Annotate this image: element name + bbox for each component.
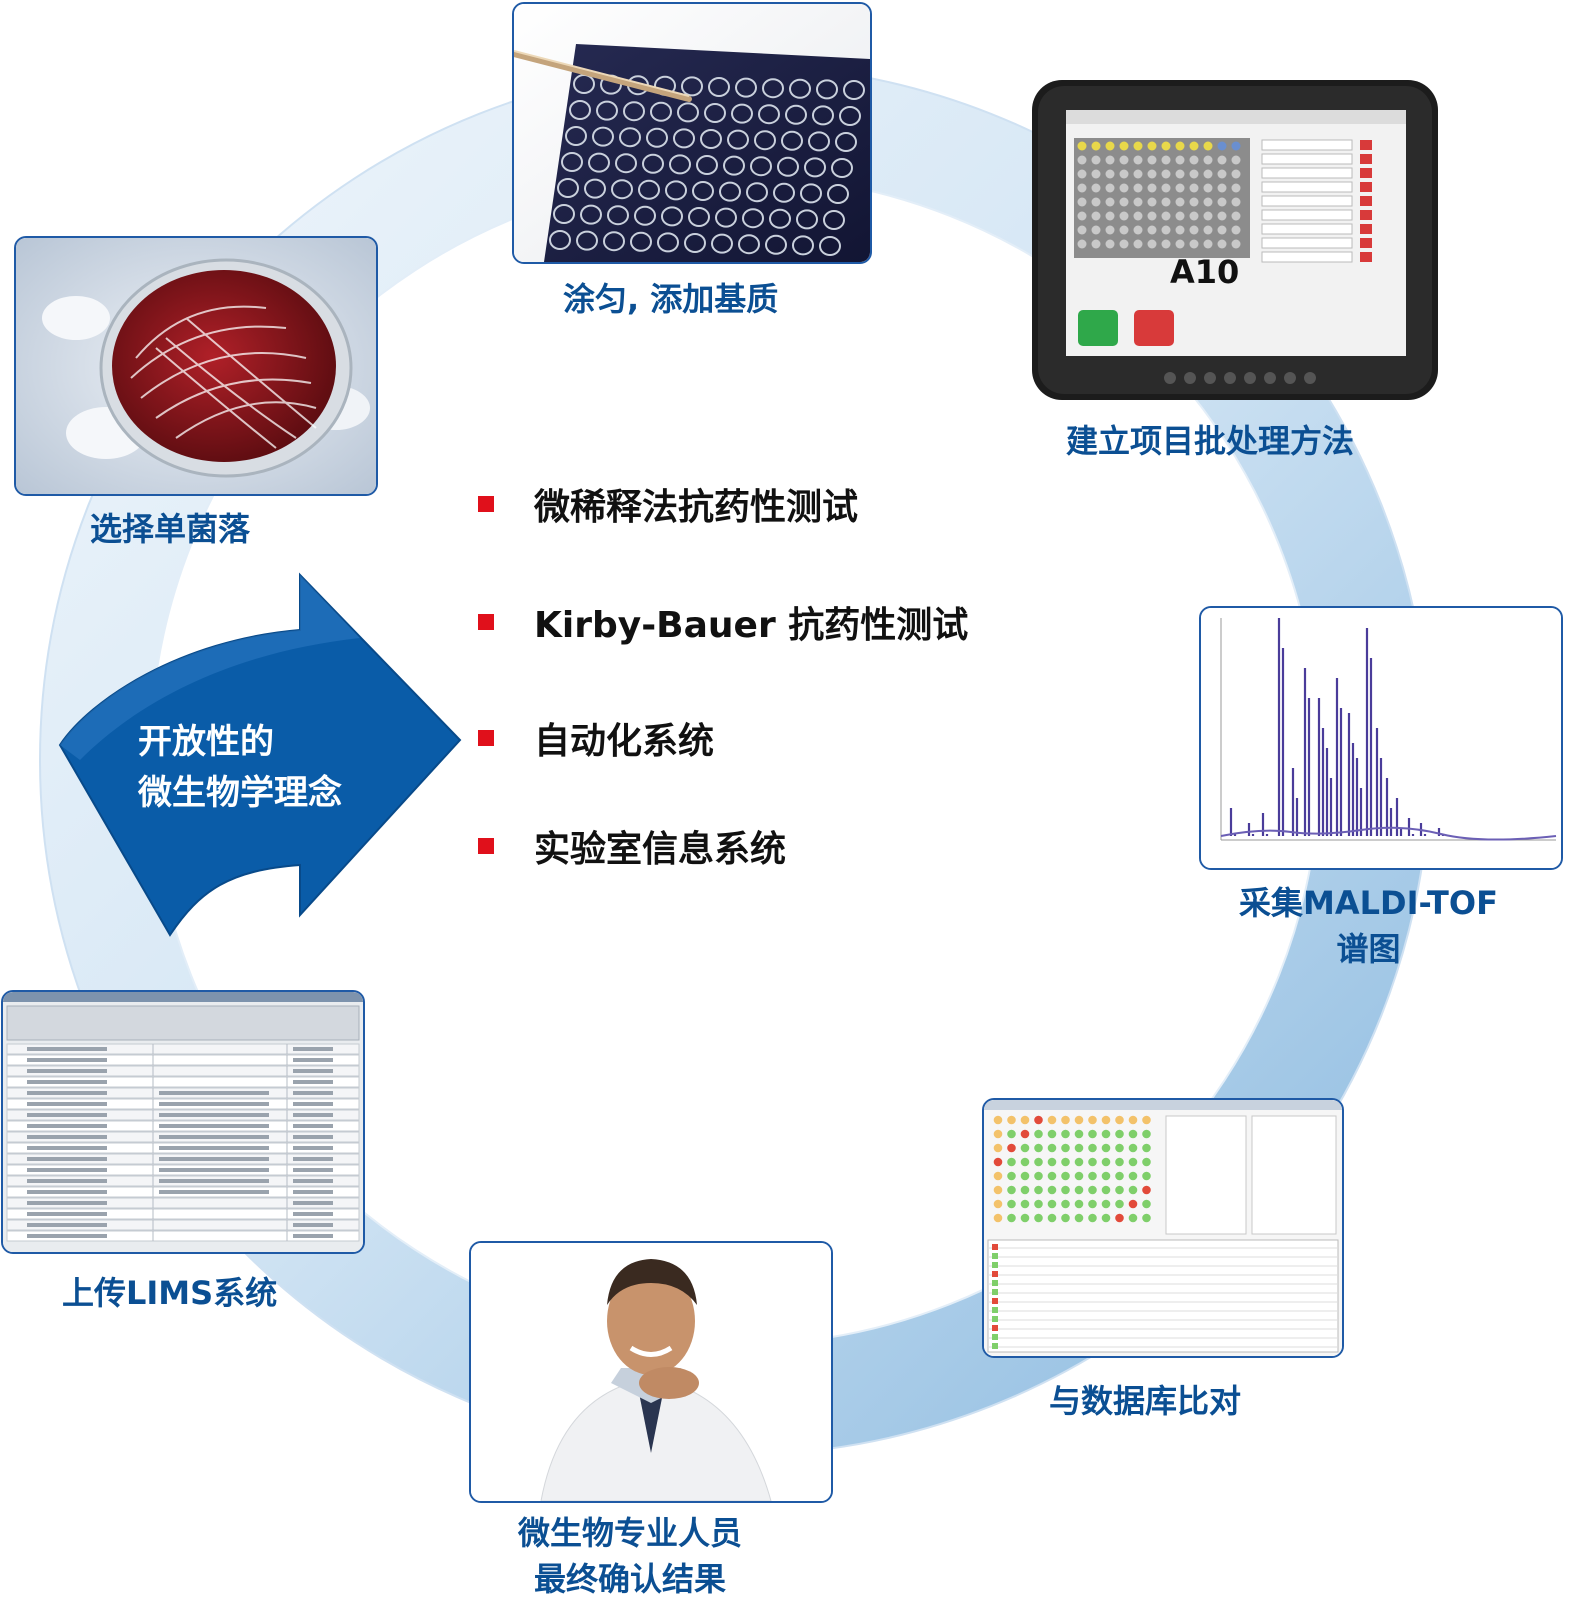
caption-compare-db: 与数据库比对 (1049, 1382, 1242, 1420)
bullet-icon (478, 614, 494, 630)
list-item: Kirby-Bauer 抗药性测试 (478, 596, 968, 648)
list-item-label: 实验室信息系统 (534, 829, 787, 870)
caption-select-colony: 选择单菌落 (90, 510, 251, 548)
arrow-text-line1: 开放性的 (138, 722, 274, 762)
caption-batch-method: 建立项目批处理方法 (1066, 422, 1355, 460)
list-item-label: Kirby-Bauer 抗药性测试 (534, 605, 969, 646)
caption-upload-lims: 上传LIMS系统 (62, 1274, 278, 1312)
bullet-icon (478, 838, 494, 854)
list-item-label: 自动化系统 (534, 721, 715, 762)
tablet-device-image: A10 (1030, 78, 1440, 408)
lims-table-image (1, 990, 365, 1254)
database-compare-image (982, 1098, 1344, 1358)
list-item: 微稀释法抗药性测试 (478, 478, 858, 530)
caption-spread-matrix: 涂匀, 添加基质 (563, 280, 779, 318)
well-label: A10 (1170, 253, 1240, 291)
caption-confirm-result: 微生物专业人员 最终确认结果 (518, 1510, 742, 1603)
caption-confirm-line1: 微生物专业人员 (518, 1514, 743, 1552)
caption-confirm-line2: 最终确认结果 (534, 1560, 727, 1599)
petri-dish-image (14, 236, 378, 496)
caption-acquire-line1: 采集MALDI-TOF (1239, 884, 1498, 922)
bullet-icon (478, 496, 494, 512)
arrow-text-line2: 微生物学理念 (138, 773, 342, 813)
list-item: 自动化系统 (478, 712, 714, 764)
list-item-label: 微稀释法抗药性测试 (534, 487, 859, 528)
maldi-spectrum-image (1199, 606, 1563, 870)
caption-acquire-line2: 谱图 (1336, 930, 1401, 969)
bullet-icon (478, 730, 494, 746)
list-item: 实验室信息系统 (478, 820, 786, 872)
caption-acquire-spectra: 采集MALDI-TOF 谱图 (1239, 880, 1498, 973)
microbiologist-photo (469, 1241, 833, 1503)
target-plate-image (512, 2, 872, 264)
